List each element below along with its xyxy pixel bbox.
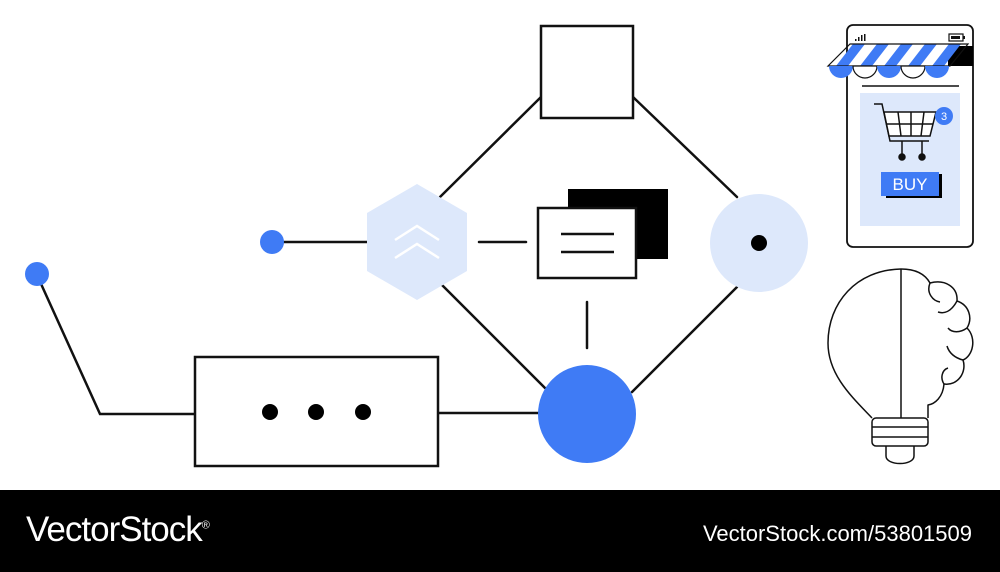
edge-elbow-to-box <box>35 273 197 416</box>
endpoint-dot-elbow <box>25 262 49 286</box>
shopping-cart-icon <box>874 103 937 161</box>
buy-button[interactable] <box>881 172 939 196</box>
trademark-symbol: ® <box>201 519 210 532</box>
edge-left-bottom <box>438 281 547 390</box>
edge-top-left <box>438 95 543 199</box>
awning-icon <box>826 43 973 79</box>
target-center-dot <box>751 235 767 251</box>
awning-scallop <box>852 65 878 79</box>
chevron-up-icon <box>394 224 440 242</box>
cart-badge-count: 3 <box>941 111 947 123</box>
brand-name: VectorStock <box>26 510 203 549</box>
brain-folds <box>928 282 968 385</box>
awning-scallop <box>925 66 949 78</box>
awning-stripe <box>932 44 961 66</box>
ellipsis-dot-3 <box>355 404 371 420</box>
cart-badge <box>935 107 953 125</box>
endpoint-dot-hexagon <box>260 230 284 254</box>
ellipsis-dot-2 <box>308 404 324 420</box>
watermark-footer: VectorStock® VectorStock.com/53801509 <box>0 490 1000 572</box>
ellipsis-box <box>193 355 440 468</box>
signal-icon <box>855 34 866 41</box>
ellipsis-box-frame <box>193 355 440 468</box>
square-node <box>539 24 635 120</box>
image-reference: VectorStock.com/53801509 <box>702 521 972 546</box>
message-cards-icon <box>536 189 668 280</box>
bulb-tip <box>885 446 915 465</box>
awning-stripe <box>836 44 865 66</box>
bulb-left-half <box>827 268 902 419</box>
brand-logo: VectorStock® <box>26 510 210 550</box>
bulb-base <box>871 417 929 447</box>
smartphone-store: 3 BUY <box>826 24 974 248</box>
network-illustration: 3 BUY <box>25 24 974 468</box>
awning-scallop <box>829 66 853 78</box>
connector-lines <box>35 95 739 416</box>
awning-stripe <box>884 44 913 66</box>
target-node <box>710 194 808 292</box>
brain-right-half <box>900 268 974 418</box>
hexagon-node <box>367 184 467 300</box>
battery-icon <box>948 33 965 42</box>
buy-button-label: BUY <box>893 175 928 194</box>
awning-scallop <box>900 65 926 79</box>
awning-scallop <box>877 66 901 78</box>
edge-top-right <box>631 95 739 199</box>
awning-stripe <box>860 44 889 66</box>
ellipsis-dot-1 <box>262 404 278 420</box>
hexagon-shape <box>367 184 467 300</box>
awning-stripe <box>908 44 937 66</box>
front-card <box>536 206 638 280</box>
hub-node <box>538 365 636 463</box>
lightbulb-brain-icon <box>827 268 974 465</box>
edge-right-bottom <box>630 285 739 394</box>
chevron-up-icon-2 <box>394 242 440 260</box>
